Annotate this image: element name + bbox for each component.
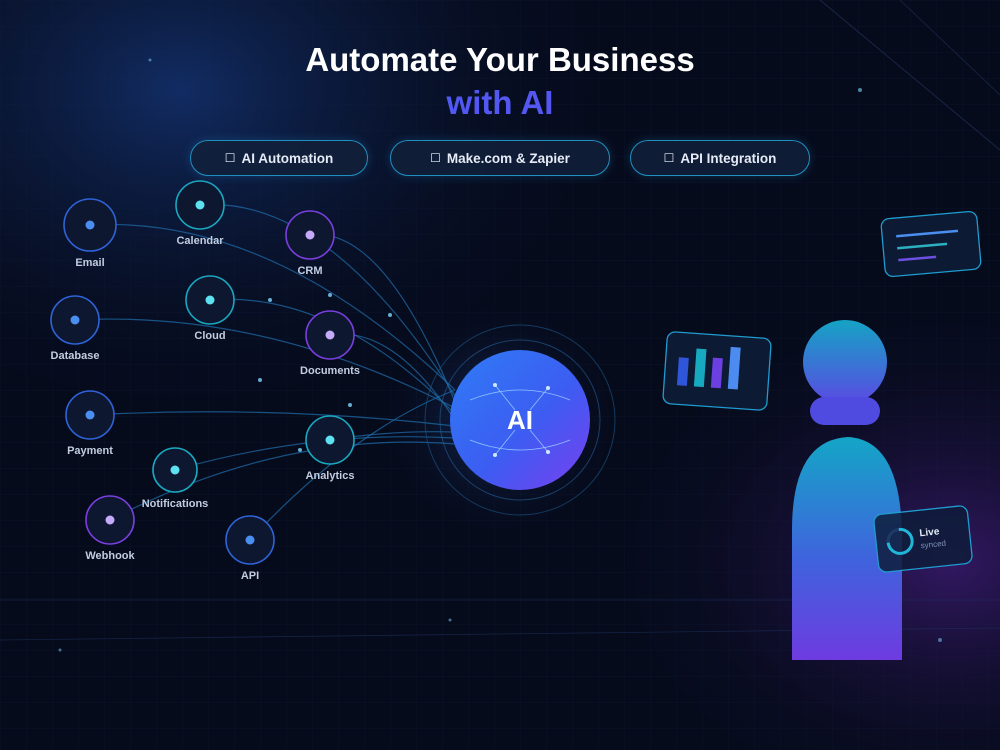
chart-bar bbox=[693, 348, 707, 388]
node-crm[interactable]: CRM bbox=[285, 210, 335, 277]
connector-line bbox=[109, 441, 456, 521]
person-illustration bbox=[792, 320, 902, 660]
node-label: Webhook bbox=[85, 550, 135, 562]
connector-lines bbox=[74, 203, 456, 541]
pill-ai-automation[interactable]: ☐ AI Automation bbox=[190, 140, 368, 176]
chart-bar bbox=[676, 357, 689, 386]
node-api[interactable]: API bbox=[225, 515, 275, 582]
node-label: Cloud bbox=[194, 330, 225, 342]
placeholder-icon: ☐ bbox=[663, 151, 675, 165]
placeholder-icon: ☐ bbox=[430, 151, 441, 165]
node-cloud[interactable]: Cloud bbox=[185, 275, 235, 342]
sync-spinner-icon bbox=[886, 527, 914, 555]
node-label: Documents bbox=[300, 365, 360, 377]
node-dot-icon bbox=[305, 230, 315, 240]
deco-line bbox=[819, 0, 1000, 151]
node-dot-icon bbox=[325, 330, 335, 340]
chart-card bbox=[662, 331, 772, 411]
node-database[interactable]: Database bbox=[50, 295, 100, 362]
node-label: Analytics bbox=[306, 470, 355, 482]
person-body bbox=[792, 437, 902, 660]
pill-api-integration[interactable]: ☐ API Integration bbox=[630, 140, 810, 176]
node-dot-icon bbox=[170, 465, 180, 475]
node-dot-icon bbox=[245, 535, 255, 545]
hero-title: Automate Your Business bbox=[305, 41, 695, 78]
node-dot-icon bbox=[85, 220, 95, 230]
deco-line bbox=[899, 0, 1000, 96]
person-head bbox=[803, 320, 887, 404]
hub-label: AI bbox=[507, 405, 533, 435]
node-label: Payment bbox=[67, 445, 113, 457]
ai-hub[interactable] bbox=[450, 350, 590, 490]
node-email[interactable]: Email bbox=[63, 198, 117, 269]
node-label: CRM bbox=[297, 265, 322, 277]
live-title: Live bbox=[919, 526, 940, 539]
chart-bar bbox=[727, 346, 741, 390]
pill-label: API Integration bbox=[680, 150, 777, 166]
hub-network-icon bbox=[469, 384, 571, 456]
hub-inner-ring bbox=[439, 339, 601, 501]
live-subtitle: synced bbox=[920, 539, 946, 551]
message-card bbox=[880, 210, 982, 278]
hero-subtitle: with AI bbox=[0, 83, 1000, 123]
person-neck bbox=[810, 397, 880, 425]
node-notifications[interactable]: Notifications bbox=[142, 447, 209, 510]
hub-outer-ring bbox=[424, 324, 616, 516]
chart-bar bbox=[710, 357, 723, 389]
node-dot-icon bbox=[195, 200, 205, 210]
particles bbox=[58, 58, 942, 652]
node-label: Database bbox=[51, 350, 100, 362]
pill-label: Make.com & Zapier bbox=[446, 150, 570, 166]
pill-make-zapier[interactable]: ☐ Make.com & Zapier bbox=[390, 140, 610, 176]
node-label: Calendar bbox=[176, 235, 224, 247]
pill-label: AI Automation bbox=[241, 150, 334, 166]
connector-line bbox=[89, 411, 456, 427]
node-calendar[interactable]: Calendar bbox=[175, 180, 225, 247]
node-analytics[interactable]: Analytics bbox=[305, 415, 355, 482]
connector-line bbox=[89, 223, 456, 391]
node-label: Notifications bbox=[142, 498, 209, 510]
node-dot-icon bbox=[105, 515, 115, 525]
node-documents[interactable]: Documents bbox=[300, 310, 360, 377]
node-dot-icon bbox=[85, 410, 95, 420]
node-label: API bbox=[241, 570, 259, 582]
live-status-card: Live synced bbox=[873, 505, 973, 573]
connector-line bbox=[74, 318, 456, 409]
node-dot-icon bbox=[205, 295, 215, 305]
placeholder-icon: ☐ bbox=[224, 151, 236, 165]
node-dot-icon bbox=[325, 435, 335, 445]
node-webhook[interactable]: Webhook bbox=[85, 495, 136, 562]
node-label: Email bbox=[75, 257, 104, 269]
node-dot-icon bbox=[70, 315, 80, 325]
hub-dots bbox=[493, 383, 550, 457]
node-payment[interactable]: Payment bbox=[65, 390, 115, 457]
